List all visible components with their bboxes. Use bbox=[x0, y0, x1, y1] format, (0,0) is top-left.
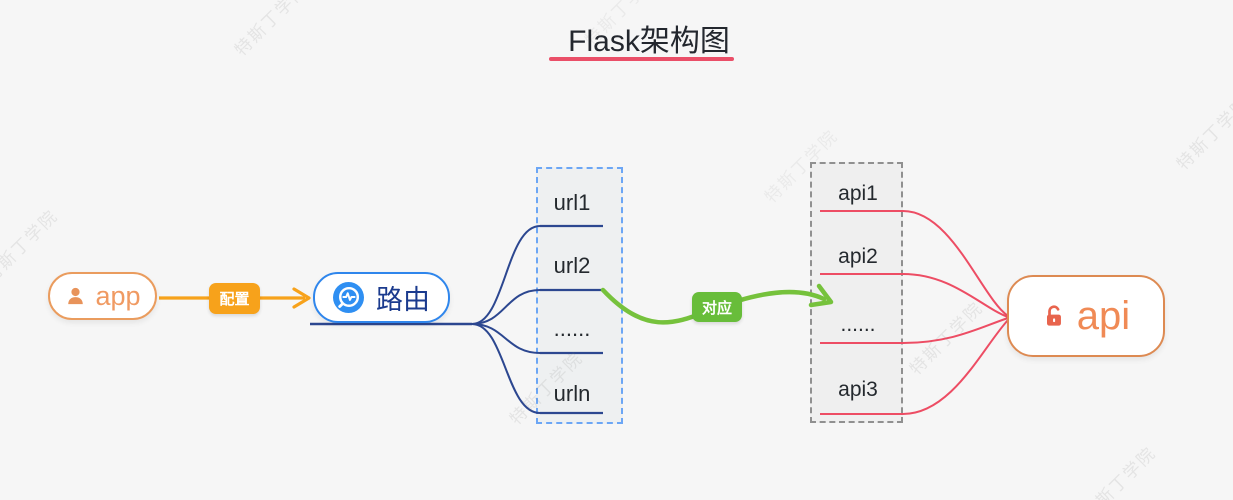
route-branch-url2 bbox=[471, 289, 541, 325]
route-branch-urln bbox=[471, 323, 541, 414]
api-list-item: api2 bbox=[838, 245, 878, 268]
api-list-item: api1 bbox=[838, 182, 878, 205]
lock-icon bbox=[1042, 304, 1067, 329]
url-list-item: url2 bbox=[553, 253, 591, 278]
app-node-label: app bbox=[95, 280, 141, 311]
match-badge: 对应 bbox=[692, 292, 742, 322]
api3-underline-curve bbox=[820, 319, 1009, 415]
route-node-label: 路由 bbox=[376, 285, 430, 315]
url-list-item: url1 bbox=[553, 190, 591, 215]
green-arrowhead-icon bbox=[808, 283, 834, 308]
pulse-monitor-icon bbox=[333, 282, 364, 313]
api-node: api bbox=[1007, 275, 1165, 357]
api-dots-underline-curve bbox=[820, 317, 1009, 344]
api-node-label: api bbox=[1076, 293, 1131, 338]
api2-underline-curve bbox=[820, 273, 1009, 318]
api-list-item: ...... bbox=[840, 313, 876, 336]
url-list-item: urln bbox=[553, 381, 591, 406]
page-title: Flask架构图 bbox=[568, 25, 730, 58]
title-underline bbox=[549, 57, 734, 61]
api-list-item: api3 bbox=[838, 378, 878, 401]
route-branch-url1 bbox=[471, 225, 541, 325]
url-list-item: ...... bbox=[553, 316, 591, 341]
app-node: app bbox=[48, 272, 157, 320]
config-badge: 配置 bbox=[209, 283, 260, 314]
route-node: 路由 bbox=[313, 272, 450, 323]
route-branch-dots bbox=[471, 323, 541, 354]
person-icon bbox=[64, 285, 87, 308]
arrowhead-icon bbox=[292, 287, 311, 309]
api1-underline-curve bbox=[820, 210, 1009, 317]
